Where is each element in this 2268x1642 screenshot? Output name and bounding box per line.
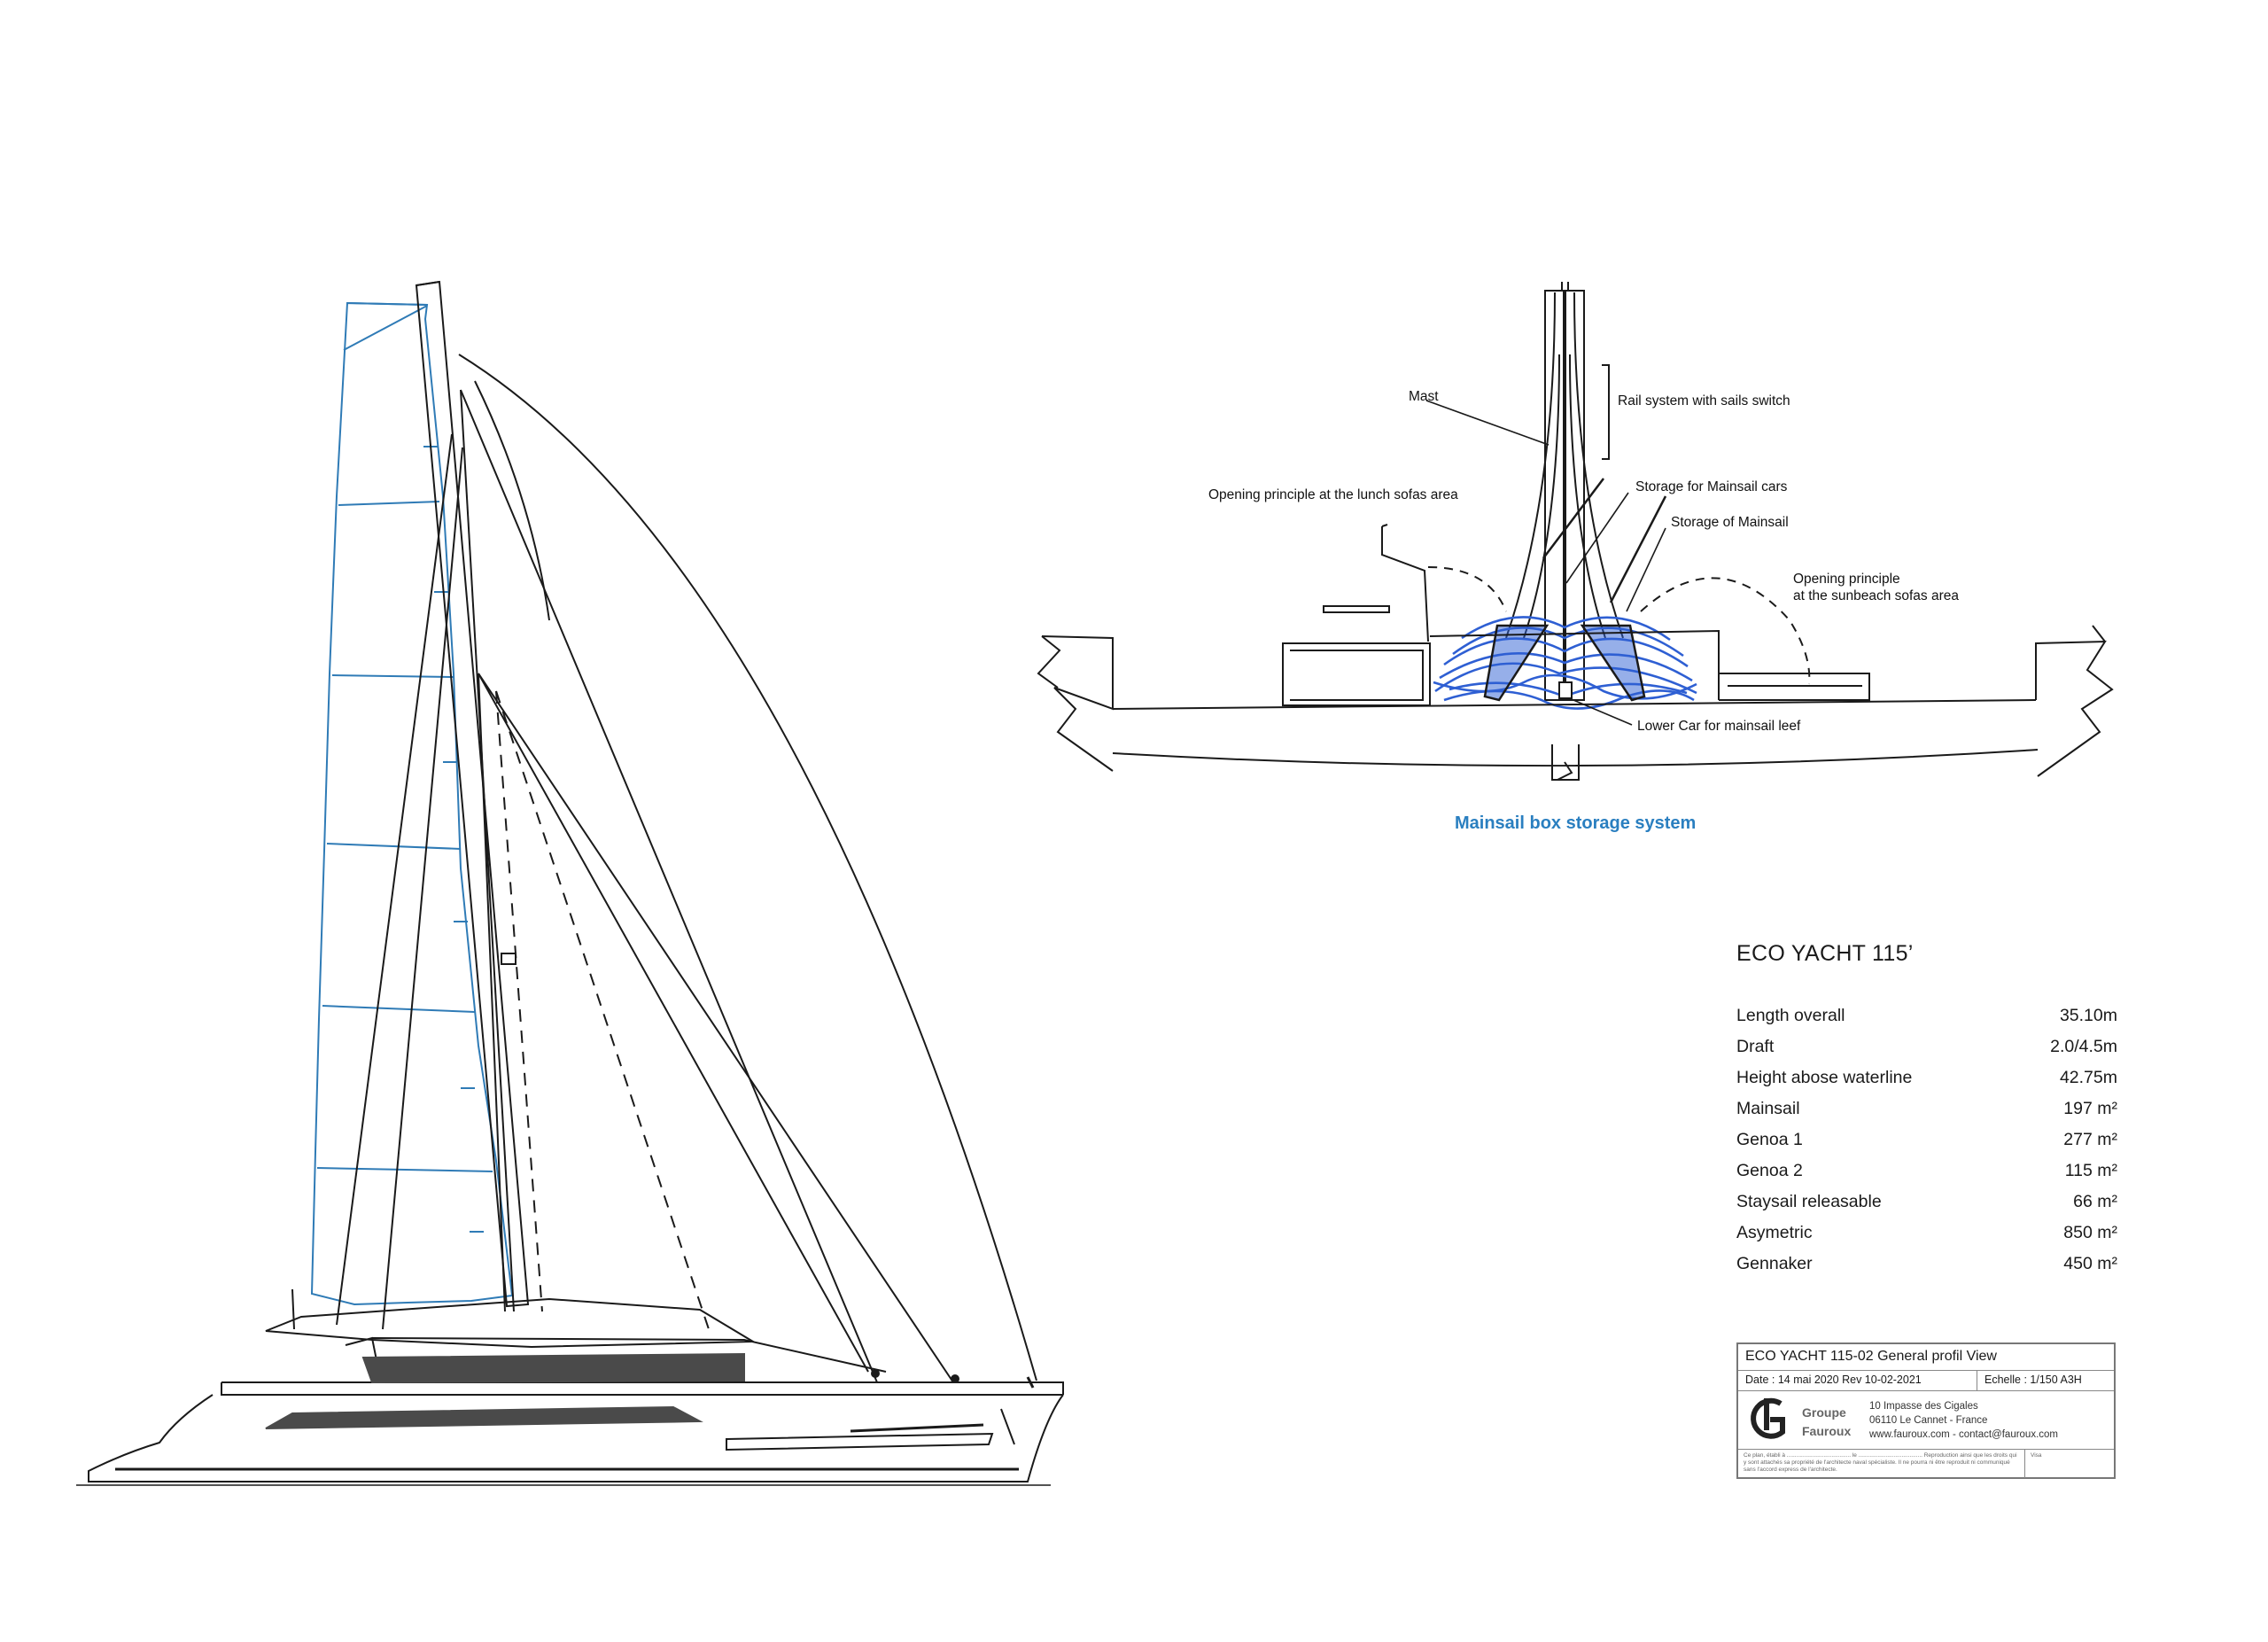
spec-value: 2.0/4.5m [2050, 1037, 2117, 1056]
company-address: 10 Impasse des Cigales 06110 Le Cannet -… [1869, 1399, 2058, 1442]
spec-label: Asymetric [1736, 1223, 1813, 1242]
spec-label: Mainsail [1736, 1099, 1800, 1118]
spec-label: Draft [1736, 1037, 1775, 1056]
specs-title: ECO YACHT 115’ [1736, 941, 1914, 966]
spec-label: Genoa 1 [1736, 1130, 1803, 1149]
mainsail-storage [1433, 616, 1697, 710]
spec-value: 42.75m [2059, 1068, 2117, 1087]
spec-row: Mainsail 197 m² [1736, 1099, 2117, 1130]
label-opening-lunch: Opening principle at the lunch sofas are… [1208, 487, 1458, 502]
title-block: ECO YACHT 115-02 General profil View Dat… [1736, 1342, 2116, 1479]
visa-box: Visa [2031, 1452, 2042, 1459]
title-block-footer: Ce plan, établi à ......................… [1738, 1450, 2114, 1478]
spec-row: Draft 2.0/4.5m [1736, 1037, 2117, 1068]
spec-row: Staysail releasable 66 m² [1736, 1192, 2117, 1223]
hull [76, 1336, 1064, 1486]
boom [265, 1297, 757, 1349]
spec-label: Height abose waterline [1736, 1068, 1913, 1087]
headsails [336, 354, 1037, 1383]
address-line: www.fauroux.com - contact@fauroux.com [1869, 1428, 2059, 1440]
spec-label: Genoa 2 [1736, 1161, 1803, 1180]
spec-row: Length overall 35.10m [1736, 1006, 2117, 1037]
label-rail-system: Rail system with sails switch [1618, 393, 1790, 409]
spec-row: Height abose waterline 42.75m [1736, 1068, 2117, 1099]
legal-notice: Ce plan, établi à ......................… [1738, 1450, 2025, 1478]
spec-row: Gennaker 450 m² [1736, 1254, 2117, 1285]
address-line: 06110 Le Cannet - France [1869, 1414, 1988, 1426]
title-block-date: Date : 14 mai 2020 Rev 10-02-2021 [1738, 1371, 1977, 1390]
specs-panel: ECO YACHT 115’ Length overall 35.10m Draf… [1736, 941, 2117, 1285]
mast [415, 280, 530, 1308]
spec-value: 115 m² [2064, 1161, 2117, 1180]
label-opening-sunbeach-2: at the sunbeach sofas area [1793, 588, 1959, 603]
spec-value: 197 m² [2063, 1099, 2117, 1118]
spec-value: 277 m² [2063, 1130, 2117, 1149]
spec-label: Gennaker [1736, 1254, 1813, 1273]
label-storage-mainsail: Storage of Mainsail [1671, 515, 1789, 530]
spec-value: 450 m² [2063, 1254, 2117, 1273]
label-opening-sunbeach-1: Opening principle [1793, 572, 1900, 587]
logo-text-fauroux: Fauroux [1802, 1423, 1852, 1438]
spec-row: Asymetric 850 m² [1736, 1223, 2117, 1254]
spec-row: Genoa 2 115 m² [1736, 1161, 2117, 1192]
title-block-title: ECO YACHT 115-02 General profil View [1738, 1344, 2114, 1371]
label-mast: Mast [1409, 389, 1439, 404]
spec-label: Staysail releasable [1736, 1192, 1882, 1211]
spec-value: 35.10m [2059, 1006, 2117, 1025]
spec-label: Length overall [1736, 1006, 1845, 1025]
leader-lines [1425, 400, 1666, 726]
logo-text-groupe: Groupe [1802, 1405, 1846, 1420]
spec-value: 66 m² [2073, 1192, 2117, 1211]
label-lower-car: Lower Car for mainsail leef [1637, 719, 1801, 734]
title-block-scale: Echelle : 1/150 A3H [1984, 1374, 2082, 1386]
catamaran-profile [76, 280, 1064, 1486]
spec-row: Genoa 1 277 m² [1736, 1130, 2117, 1161]
groupe-fauroux-logo: Groupe Fauroux [1747, 1395, 1862, 1446]
label-storage-cars: Storage for Mainsail cars [1635, 479, 1788, 494]
address-line: 10 Impasse des Cigales [1869, 1400, 1978, 1412]
title-block-meta: Date : 14 mai 2020 Rev 10-02-2021 Echell… [1738, 1371, 2114, 1391]
section-detail: Mast Rail system with sails switch Stora… [1037, 282, 2114, 833]
spec-value: 850 m² [2063, 1223, 2117, 1242]
mainsail [310, 301, 514, 1306]
title-block-company: Groupe Fauroux 10 Impasse des Cigales 06… [1738, 1391, 2114, 1450]
car-rails [1483, 478, 1667, 702]
section-caption: Mainsail box storage system [1455, 813, 1696, 833]
